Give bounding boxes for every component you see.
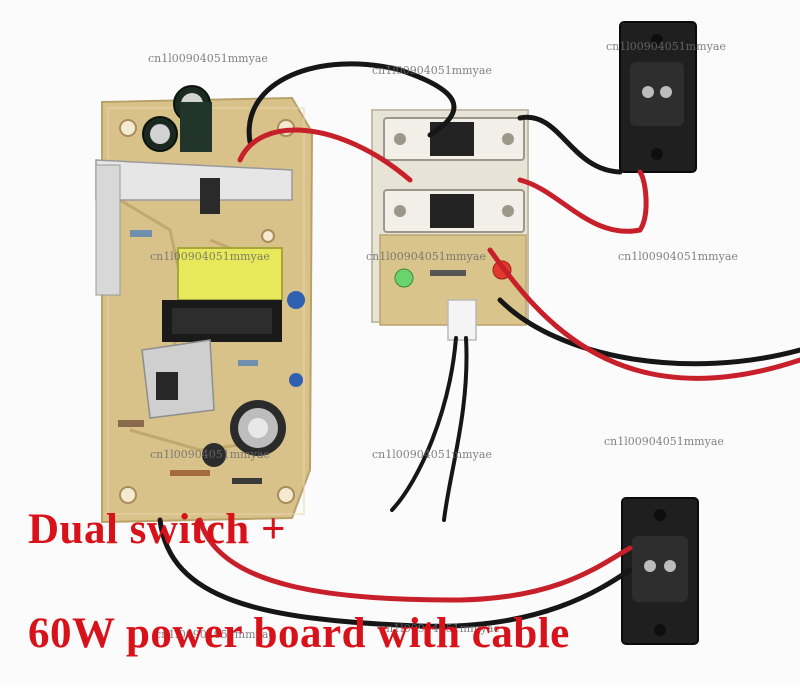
capacitors [142, 85, 305, 456]
watermark: cn1l00904051mmyae [618, 250, 738, 263]
ac-socket-bottom [621, 497, 699, 645]
caption-line-1: Dual switch + [28, 506, 286, 553]
watermark: cn1l00904051mmyae [366, 250, 486, 263]
connector [447, 299, 477, 341]
watermark: cn1l00904051mmyae [606, 40, 726, 53]
watermark: cn1l00904051mmyae [150, 448, 270, 461]
wires [157, 61, 800, 629]
watermark: cn1l00904051mmyae [372, 448, 492, 461]
caption-line-2: 60W power board with cable [28, 610, 570, 657]
resistors [118, 230, 262, 484]
switch-bottom [383, 189, 525, 233]
watermark: cn1l00904051mmyae [150, 250, 270, 263]
watermark: cn1l00904051mmyae [148, 52, 268, 65]
regulator [141, 339, 226, 467]
watermark: cn1l00904051mmyae [372, 64, 492, 77]
transformer [162, 247, 283, 342]
watermark: cn1l00904051mmyae [604, 435, 724, 448]
ac-socket-top [619, 21, 697, 173]
watermark: cn1l00904051mmyae [380, 622, 500, 635]
switch-top [383, 117, 525, 161]
heatsink [95, 159, 293, 296]
watermark: cn1l00904051mmyae [155, 628, 275, 641]
